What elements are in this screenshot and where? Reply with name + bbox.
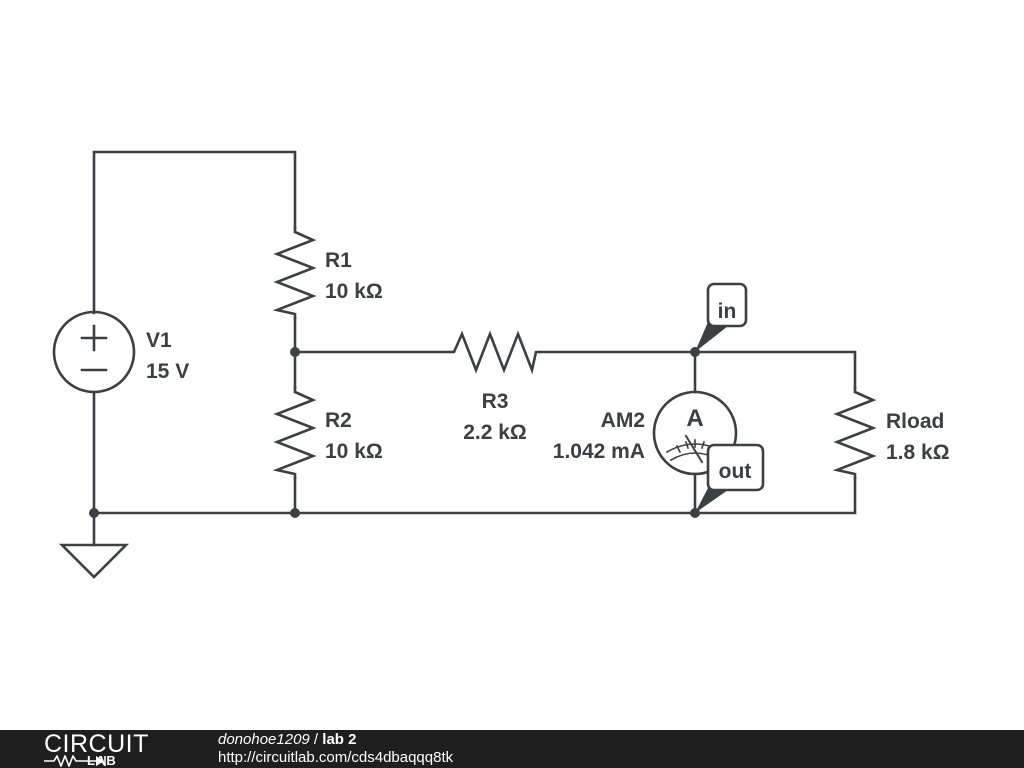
wire-ground-bus	[92, 476, 857, 515]
resistor-diode-logo-icon	[44, 755, 106, 767]
meta-separator: /	[309, 731, 323, 748]
r3-value: 2.2 kΩ	[463, 421, 527, 444]
circuit-meta: donohoe1209 / lab 2	[218, 731, 356, 749]
v1-voltage-source[interactable]	[52, 310, 136, 394]
wire-top	[92, 150, 297, 315]
junction-dot	[690, 508, 700, 518]
ground-icon	[58, 543, 130, 579]
circuit-title[interactable]: lab 2	[322, 731, 357, 748]
rload-value: 1.8 kΩ	[886, 441, 950, 464]
r1-resistor[interactable]	[272, 226, 317, 320]
v1-name: V1	[146, 329, 172, 352]
circuitlab-logo[interactable]: CIRCUIT	[44, 730, 149, 758]
v1-value: 15 V	[146, 360, 189, 383]
schematic-canvas[interactable]: V1 15 V R1 10 kΩ R2 10 kΩ R3 2.2 kΩ Rloa…	[0, 0, 1024, 730]
am2-ammeter[interactable]	[652, 390, 738, 476]
wire-r3-rload	[538, 350, 857, 390]
probe-in-label: in	[718, 300, 737, 323]
am2-name: AM2	[601, 409, 645, 432]
wires	[92, 150, 857, 547]
am2-symbol: A	[686, 405, 703, 432]
junction-dot	[89, 508, 99, 518]
r3-name: R3	[482, 390, 509, 413]
author-link[interactable]: donohoe1209	[218, 731, 310, 748]
junction-dot	[690, 347, 700, 357]
r1-value: 10 kΩ	[325, 280, 383, 303]
probe-out-label: out	[719, 460, 752, 483]
r3-resistor[interactable]	[448, 330, 542, 375]
circuit-schematic: V1 15 V R1 10 kΩ R2 10 kΩ R3 2.2 kΩ Rloa…	[52, 150, 950, 579]
probe-in[interactable]	[695, 282, 748, 352]
rload-resistor[interactable]	[832, 386, 877, 480]
r2-name: R2	[325, 409, 352, 432]
probe-out[interactable]	[695, 443, 765, 513]
rload-name: Rload	[886, 410, 944, 433]
circuit-url[interactable]: http://circuitlab.com/cds4dbaqqq8tk	[218, 749, 454, 766]
junction-dot	[290, 347, 300, 357]
junction-dot	[290, 508, 300, 518]
r1-name: R1	[325, 249, 352, 272]
footer-bar: CIRCUIT LAB donohoe1209 / lab 2 http://c…	[0, 730, 1024, 768]
junctions	[89, 347, 700, 518]
am2-value: 1.042 mA	[553, 440, 645, 463]
r2-value: 10 kΩ	[325, 440, 383, 463]
r2-resistor[interactable]	[272, 386, 317, 480]
logo-lab-text: LAB	[87, 753, 117, 768]
